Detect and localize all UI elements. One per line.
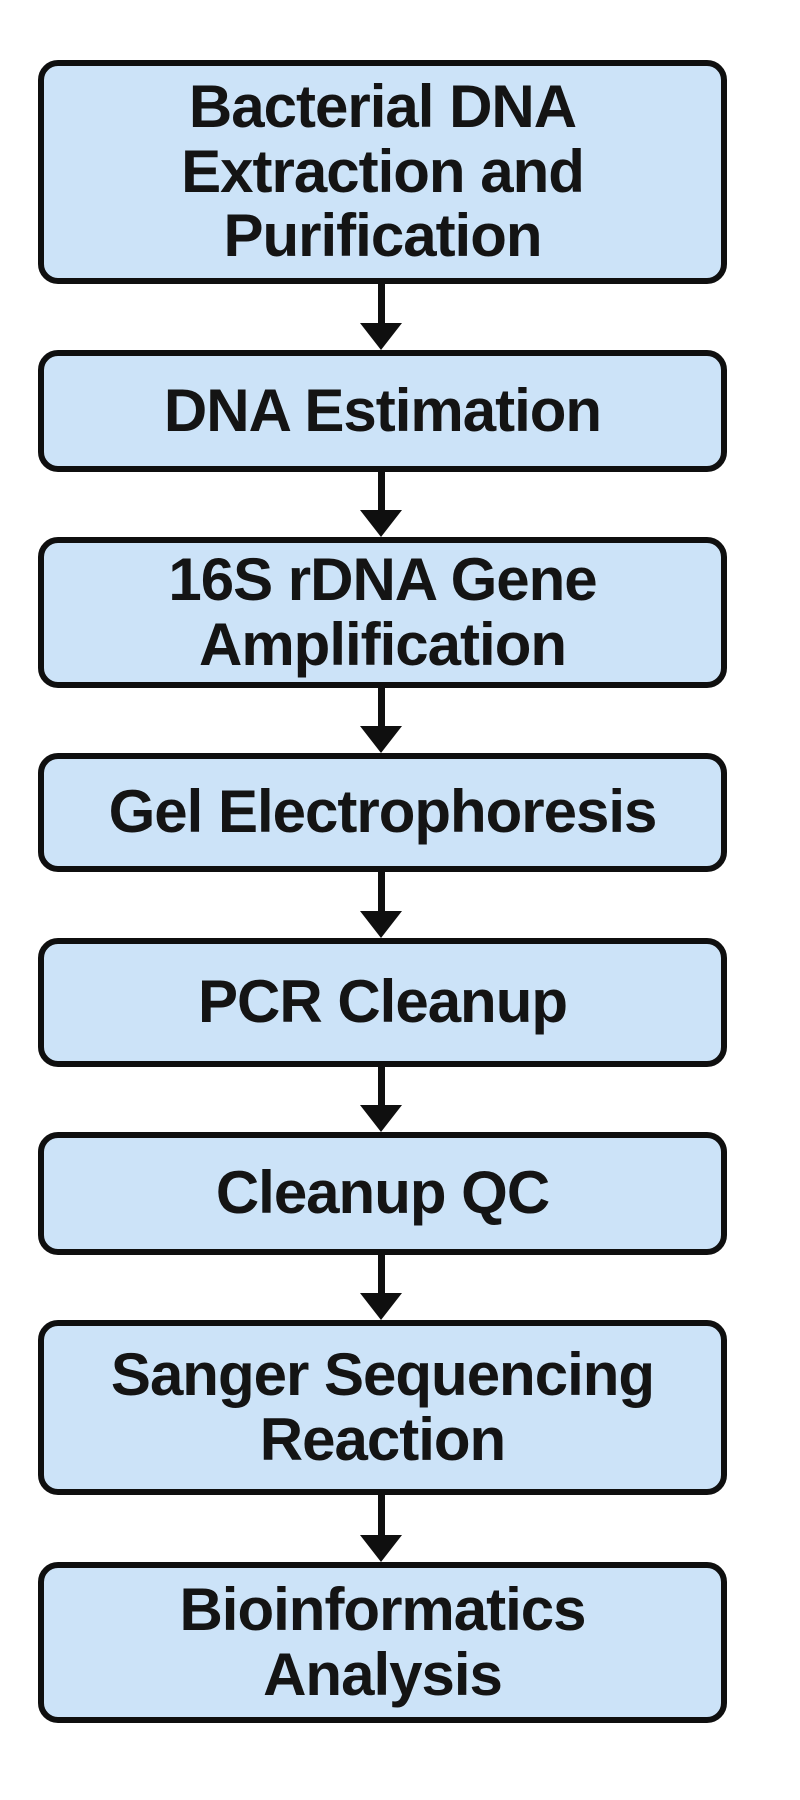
step-box-bioinformatics-analysis: Bioinformatics Analysis [38, 1562, 727, 1723]
step-box-16s-rdna-gene-amplification: 16S rDNA Gene Amplification [38, 537, 727, 688]
arrow-head [360, 911, 402, 938]
arrow-head [360, 510, 402, 537]
arrow-stem [377, 1493, 385, 1535]
step-label: Cleanup QC [215, 1159, 550, 1227]
arrow-stem [377, 686, 385, 726]
arrow-stem [377, 870, 385, 911]
step-box-cleanup-qc: Cleanup QC [38, 1132, 727, 1255]
arrow-head [360, 1293, 402, 1320]
arrow-head [360, 1105, 402, 1132]
arrow-head [360, 726, 402, 753]
flow-arrow-down-icon [360, 1493, 402, 1562]
flow-arrow-down-icon [360, 282, 402, 350]
arrow-stem [377, 282, 385, 323]
step-label: DNA Estimation [163, 376, 602, 444]
step-box-bacterial-dna-extraction-purification: Bacterial DNA Extraction and Purificatio… [38, 60, 727, 284]
arrow-stem [377, 470, 385, 510]
step-label: PCR Cleanup [197, 968, 568, 1036]
step-box-gel-electrophoresis: Gel Electrophoresis [38, 753, 727, 872]
arrow-stem [377, 1065, 385, 1105]
step-label: 16S rDNA Gene Amplification [168, 545, 597, 678]
flow-arrow-down-icon [360, 470, 402, 537]
step-label: Bioinformatics Analysis [179, 1575, 586, 1708]
flow-arrow-down-icon [360, 1253, 402, 1320]
flow-arrow-down-icon [360, 1065, 402, 1132]
arrow-head [360, 1535, 402, 1562]
arrow-stem [377, 1253, 385, 1293]
step-box-pcr-cleanup: PCR Cleanup [38, 938, 727, 1067]
step-box-dna-estimation: DNA Estimation [38, 350, 727, 472]
step-box-sanger-sequencing-reaction: Sanger Sequencing Reaction [38, 1320, 727, 1495]
step-label: Sanger Sequencing Reaction [110, 1340, 655, 1473]
step-label: Bacterial DNA Extraction and Purificatio… [181, 72, 585, 270]
step-label: Gel Electrophoresis [108, 778, 658, 846]
flow-arrow-down-icon [360, 686, 402, 753]
arrow-head [360, 323, 402, 350]
flow-arrow-down-icon [360, 870, 402, 938]
